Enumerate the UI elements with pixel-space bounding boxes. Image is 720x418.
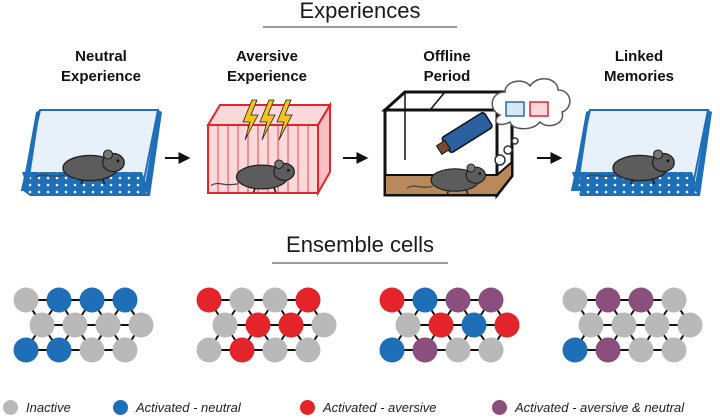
network-node [412,287,438,313]
network-node [311,312,337,338]
network-node [196,337,222,363]
bottle-icon [435,112,493,155]
network-node [62,312,88,338]
stage-label-line: Aversive [236,48,298,65]
network-node [379,287,405,313]
stage-label-offline: Offline Period [382,47,512,87]
network-node [494,312,520,338]
network-node [212,312,238,338]
network-node [46,287,72,313]
network-node [661,337,687,363]
network-node [428,312,454,338]
legend-label: Activated - neutral [136,399,241,415]
stage-label-neutral: Neutral Experience [36,47,166,87]
stage-label-line: Offline [423,48,471,65]
stage-label-linked: Linked Memories [574,47,704,87]
network-node [29,312,55,338]
legend-activated-neutral: Activated - neutral [113,399,241,415]
network-node [562,287,588,313]
legend-activated-aversive: Activated - aversive [300,399,436,415]
network-node [112,337,138,363]
ensemble-title-rule [272,262,448,264]
stage-label-aversive: Aversive Experience [202,47,332,87]
network-node [295,337,321,363]
network-node [245,312,271,338]
aversive-chamber [206,99,332,197]
network-node [478,287,504,313]
stage-label-line: Linked [614,48,664,65]
network-node [13,337,39,363]
network-node [46,337,72,363]
network-node [677,312,703,338]
stage-label-line: Period [423,68,471,85]
experiences-title-rule [263,26,457,28]
thought-cloud-icon [491,78,571,166]
network-node [295,287,321,313]
lightning-icon [242,99,293,141]
legend-label: Activated - aversive & neutral [515,399,685,415]
legend-swatch [113,399,128,415]
network-node [595,287,621,313]
network-node [478,337,504,363]
experiences-title: Experiences [299,0,421,23]
ensemble-network [196,287,337,363]
ensemble-network [13,287,154,363]
network-node [262,337,288,363]
network-node [278,312,304,338]
network-node [445,337,471,363]
network-node [128,312,154,338]
legend-label: Inactive [26,399,71,415]
legend-swatch [492,399,507,415]
stage-label-line: Experience [226,68,308,85]
ensemble-network [379,287,520,363]
neutral-chamber [20,109,162,196]
network-node [578,312,604,338]
network-node [628,287,654,313]
network-node [13,287,39,313]
network-node [196,287,222,313]
network-node [562,337,588,363]
network-node [79,337,105,363]
ensemble-network [562,287,703,363]
ensemble-title: Ensemble cells [286,232,434,257]
legend-swatch [3,399,18,415]
network-node [445,287,471,313]
network-node [112,287,138,313]
network-node [461,312,487,338]
network-node [644,312,670,338]
stage-label-line: Experience [60,68,142,85]
legend-swatch [300,399,315,415]
network-node [95,312,121,338]
network-node [611,312,637,338]
legend-inactive: Inactive [3,399,71,415]
network-node [395,312,421,338]
linked-chamber [570,109,712,196]
network-node [229,337,255,363]
network-node [412,337,438,363]
stage-label-line: Neutral [75,48,127,65]
network-node [262,287,288,313]
network-node [79,287,105,313]
network-node [661,287,687,313]
stage-label-line: Memories [603,68,675,85]
legend-label: Activated - aversive [323,399,437,415]
network-node [379,337,405,363]
network-node [595,337,621,363]
network-node [229,287,255,313]
legend-activated-aversive-neutral: Activated - aversive & neutral [492,399,684,415]
network-node [628,337,654,363]
